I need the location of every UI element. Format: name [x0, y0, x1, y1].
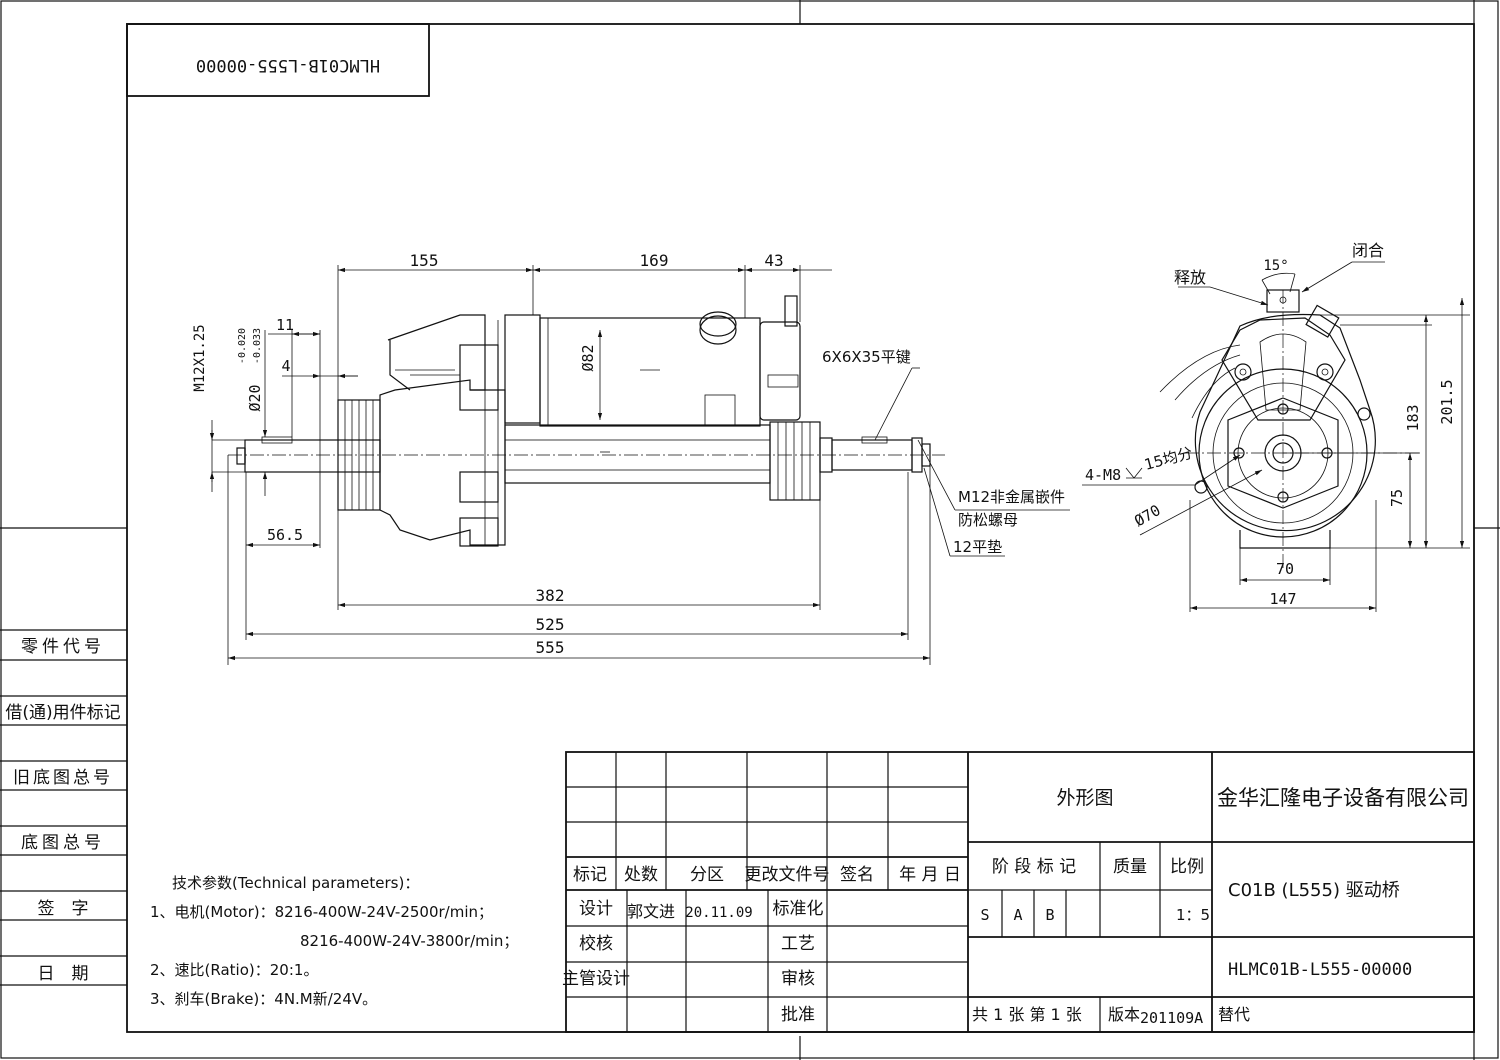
side-label-date: 日 期 [38, 964, 89, 984]
dim-183: 183 [1404, 404, 1422, 431]
tb-stage-b: B [1045, 906, 1054, 924]
rotated-drawing-number-box: HLMC01B-L555-00000 [126, 23, 430, 97]
tb-part-name: C01B (L555) 驱动桥 [1228, 880, 1400, 901]
dim-m12-thread: M12X1.25 [192, 324, 208, 391]
dim-56-5: 56.5 [267, 526, 303, 544]
tb-version: 201109A [1140, 1009, 1203, 1027]
dim-phi20: Ø20 [246, 384, 264, 411]
title-block: 标记 处数 分区 更改文件号 签名 年 月 日 设计 郭文进 20.11.09 … [562, 751, 1475, 1033]
tb-design-date: 20.11.09 [685, 905, 752, 921]
dim-4: 4 [281, 357, 290, 375]
tb-drawing-name: 外形图 [1056, 787, 1113, 809]
tb-head-mark: 标记 [573, 865, 607, 885]
dim-75: 75 [1388, 489, 1406, 507]
side-label-table: 零件代号 借(通)用件标记 旧底图总号 底图总号 签 字 日 期 [0, 527, 127, 986]
tb-scale-label: 比例 [1170, 857, 1204, 877]
dim-tol-upper: -0.020 [237, 328, 248, 364]
tb-stage-a: A [1013, 906, 1022, 924]
front-view: Ø82 [192, 251, 1070, 665]
tech-line-4: 3、刹车(Brake)：4N.M新/24V。 [150, 990, 377, 1008]
dim-angle-15: 15° [1263, 258, 1288, 274]
side-label-base-no: 底图总号 [21, 833, 105, 853]
rotated-drawing-number: HLMC01B-L555-00000 [196, 55, 380, 75]
technical-parameters: 技术参数(Technical parameters)： 1、电机(Motor)：… [150, 874, 518, 1008]
dim-169: 169 [640, 251, 669, 270]
dim-phi70: Ø70 [1131, 501, 1163, 530]
side-label-old-base-no: 旧底图总号 [13, 768, 113, 788]
tb-version-label: 版本 [1108, 1005, 1140, 1024]
dim-555: 555 [536, 638, 565, 657]
tech-line-2: 8216-400W-24V-3800r/min； [300, 932, 518, 950]
tb-audit-label: 审核 [781, 969, 815, 989]
tb-standard-label: 标准化 [773, 899, 824, 919]
callout-key: 6X6X35平键 [822, 348, 911, 366]
dim-11: 11 [276, 316, 294, 334]
tb-mass-label: 质量 [1113, 857, 1147, 877]
tb-head-date: 年 月 日 [899, 865, 961, 885]
label-release: 释放 [1174, 268, 1206, 287]
side-label-signature: 签 字 [38, 899, 89, 919]
side-label-part-code: 零件代号 [21, 637, 105, 657]
tb-designer: 郭文进 [627, 902, 675, 921]
dim-201-5: 201.5 [1438, 379, 1456, 424]
dim-43: 43 [764, 251, 783, 270]
tb-chief-label: 主管设计 [562, 969, 630, 989]
tb-head-zone: 分区 [690, 865, 724, 885]
tb-head-count: 处数 [624, 865, 658, 885]
tb-sheets: 共 1 张 第 1 张 [972, 1005, 1082, 1024]
tech-title: 技术参数(Technical parameters)： [172, 874, 419, 892]
dim-525: 525 [536, 615, 565, 634]
tech-line-3: 2、速比(Ratio)：20:1。 [150, 961, 318, 979]
callout-nut-line2: 防松螺母 [958, 511, 1018, 529]
tb-replace-label: 替代 [1218, 1005, 1250, 1024]
dim-155: 155 [410, 251, 439, 270]
dim-382: 382 [536, 586, 565, 605]
tb-design-label: 设计 [579, 899, 613, 919]
tb-stage-s: S [980, 906, 989, 924]
callout-bolts-depth: 15均分 [1142, 444, 1194, 474]
side-view: 201.5 183 75 70 147 15° 释放 闭合 4-M8 15均分 … [1082, 241, 1470, 612]
tb-drawing-number: HLMC01B-L555-00000 [1228, 960, 1412, 980]
tb-head-sign: 签名 [840, 865, 874, 885]
tb-approve-label: 批准 [781, 1005, 815, 1025]
side-label-borrow-mark: 借(通)用件标记 [5, 703, 120, 723]
dim-tol-lower: -0.033 [252, 328, 263, 364]
tb-scale: 1：5 [1176, 906, 1210, 924]
tb-process-label: 工艺 [781, 934, 815, 954]
dim-147: 147 [1269, 590, 1296, 608]
callout-nut-line1: M12非金属嵌件 [958, 488, 1065, 506]
callout-washer: 12平垫 [953, 538, 1002, 556]
tb-stage-label: 阶 段 标 记 [992, 857, 1076, 877]
tb-check-label: 校核 [579, 934, 613, 954]
tech-line-1: 1、电机(Motor)：8216-400W-24V-2500r/min； [150, 903, 493, 921]
dim-motor-diameter: Ø82 [579, 344, 597, 371]
tb-head-change-doc: 更改文件号 [745, 865, 830, 885]
tb-company: 金华汇隆电子设备有限公司 [1217, 786, 1469, 810]
label-close: 闭合 [1352, 241, 1384, 260]
callout-bolts: 4-M8 [1085, 466, 1121, 484]
dim-70: 70 [1276, 560, 1294, 578]
